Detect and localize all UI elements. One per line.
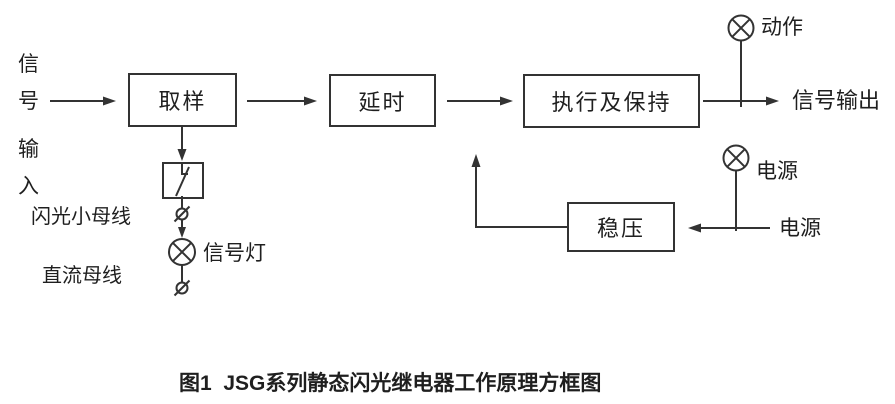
- power-lamp-icon: [724, 146, 749, 171]
- figure-caption: 图1 JSG系列静态闪光继电器工作原理方框图: [179, 372, 602, 395]
- input-char-2: 号: [18, 90, 39, 113]
- action-lamp-icon: [729, 16, 754, 41]
- block-regulator: 稳压: [567, 202, 675, 252]
- block-execute-hold: 执行及保持: [523, 74, 700, 128]
- input-arrow: [50, 96, 116, 106]
- block-execute-hold-label: 执行及保持: [551, 90, 672, 115]
- power-source-label: 电源: [779, 217, 821, 240]
- regulator-feedback-arrow: [471, 154, 568, 227]
- dc-bus-label: 直流母线: [42, 265, 122, 287]
- power-lamp-label: 电源: [756, 160, 798, 183]
- input-char-4: 入: [18, 175, 39, 198]
- action-lamp-label: 动作: [761, 16, 803, 39]
- block-delay-label: 延时: [358, 89, 407, 115]
- block-sampling: 取样: [128, 73, 237, 127]
- signal-output-arrow: [703, 96, 779, 106]
- input-char-3: 输: [18, 138, 39, 161]
- input-char-1: 信: [18, 53, 39, 76]
- delay-to-execute-arrow: [447, 96, 513, 106]
- signal-lamp-label: 信号灯: [203, 242, 266, 265]
- sampling-to-delay-arrow: [247, 96, 317, 106]
- block-delay: 延时: [329, 74, 436, 127]
- terminal-bottom-icon: [175, 281, 190, 296]
- block-sampling-label: 取样: [158, 89, 207, 114]
- block-regulator-label: 稳压: [596, 216, 645, 241]
- terminal-top-icon: [175, 207, 190, 222]
- terminal-to-lamp-arrow: [178, 220, 186, 238]
- power-to-regulator-arrow: [688, 223, 770, 233]
- signal-output-label: 信号输出: [792, 88, 881, 113]
- flash-contact-icon: [163, 163, 203, 208]
- flash-small-bus-label: 闪光小母线: [31, 206, 131, 228]
- sampling-to-contact-arrow: [177, 127, 187, 161]
- signal-lamp-icon: [169, 239, 195, 265]
